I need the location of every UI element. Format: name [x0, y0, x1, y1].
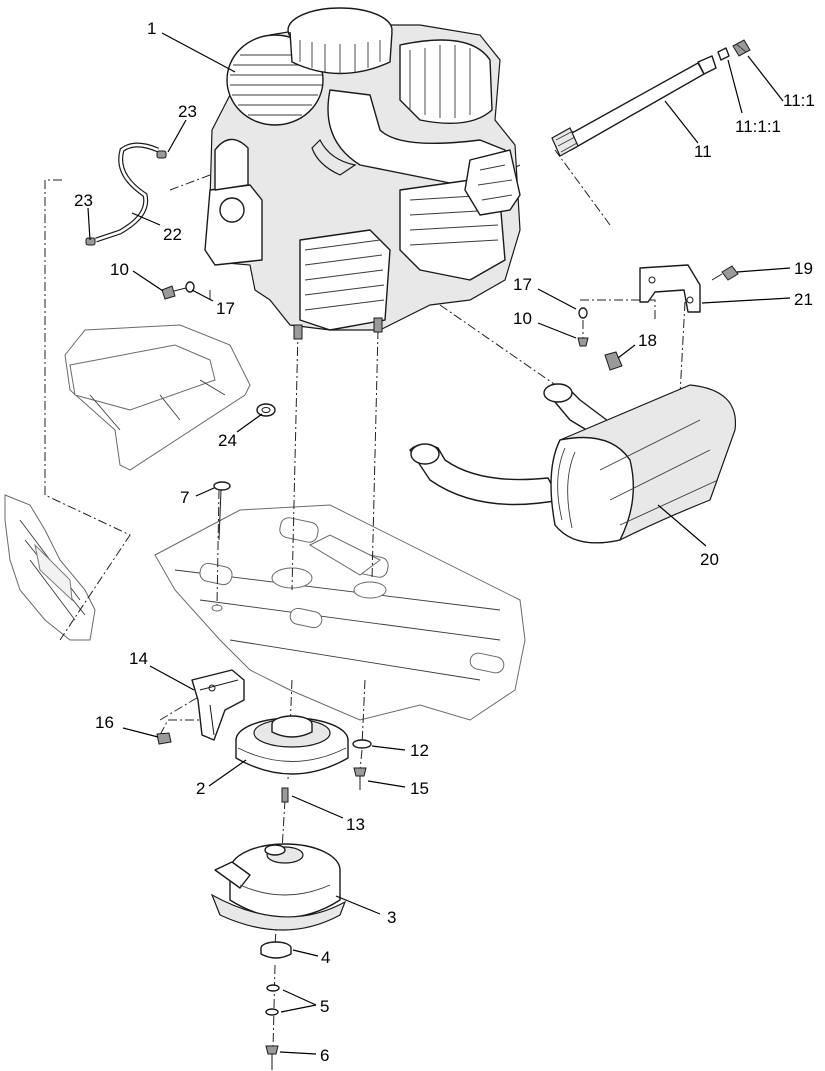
- callout-2: 2: [196, 779, 205, 798]
- callout-10-right: 10: [513, 309, 532, 328]
- callout-23-lower: 23: [74, 191, 93, 210]
- electric-clutch: [210, 843, 347, 931]
- callout-16: 16: [95, 713, 114, 732]
- carriage-bolt: [213, 481, 231, 541]
- bolt-right: [577, 337, 589, 347]
- callout-17-right: 17: [513, 275, 532, 294]
- callout-22: 22: [163, 225, 182, 244]
- bolt-left: [161, 285, 187, 300]
- callout-18: 18: [638, 331, 657, 350]
- ghost-engine-shroud: [64, 324, 251, 471]
- callout-1: 1: [147, 19, 156, 38]
- leader-lines: [87, 32, 791, 1055]
- callout-13: 13: [346, 815, 365, 834]
- callout-15: 15: [410, 779, 429, 798]
- callout-11-1-1: 11:1:1: [735, 117, 781, 136]
- callout-14: 14: [129, 649, 148, 668]
- callout-5: 5: [320, 997, 329, 1016]
- muffler: [409, 383, 737, 544]
- callout-6: 6: [320, 1046, 329, 1065]
- callout-23-upper: 23: [178, 102, 197, 121]
- shroud-clamp: [256, 403, 276, 417]
- washer-12: [352, 739, 372, 749]
- callout-4: 4: [321, 948, 330, 967]
- fuel-hose: [95, 142, 159, 243]
- hose-clamp-lower: [85, 237, 96, 246]
- ghost-side-plate: [4, 494, 96, 641]
- spring-clip: [604, 351, 623, 371]
- spacer: [260, 941, 292, 959]
- callout-17-left: 17: [216, 299, 235, 318]
- callout-11: 11: [694, 142, 712, 161]
- callout-21: 21: [794, 290, 813, 309]
- callout-3: 3: [387, 908, 396, 927]
- callout-20: 20: [700, 550, 719, 569]
- callout-12: 12: [410, 741, 429, 760]
- bracket-screw: [711, 265, 739, 281]
- callout-labels: 1 2 3 4 5 6 7 10 10 11 11:1 11:1:1 12 13…: [74, 19, 815, 1065]
- callout-10-left: 10: [110, 260, 129, 279]
- washer-left: [185, 281, 195, 293]
- callout-11-1: 11:1: [783, 91, 815, 110]
- bolt-15: [353, 767, 367, 790]
- idler-bracket: [191, 669, 245, 741]
- muffler-bracket: [639, 264, 701, 313]
- callout-24: 24: [218, 431, 237, 450]
- callout-7: 7: [180, 488, 189, 507]
- washer-right: [578, 307, 588, 319]
- pulley: [235, 715, 349, 775]
- flange-nut: [156, 732, 172, 745]
- key: [281, 787, 289, 803]
- hose-clamp-upper: [156, 150, 167, 159]
- drain-adapter: [717, 47, 730, 61]
- ghost-deck-plate: [154, 504, 526, 721]
- callout-19: 19: [794, 259, 813, 278]
- oil-drain-hose: [551, 55, 717, 157]
- drain-cap: [732, 39, 751, 57]
- clutch-bolt: [265, 1045, 279, 1070]
- washers: [265, 984, 280, 1016]
- engine-assembly: [204, 7, 521, 340]
